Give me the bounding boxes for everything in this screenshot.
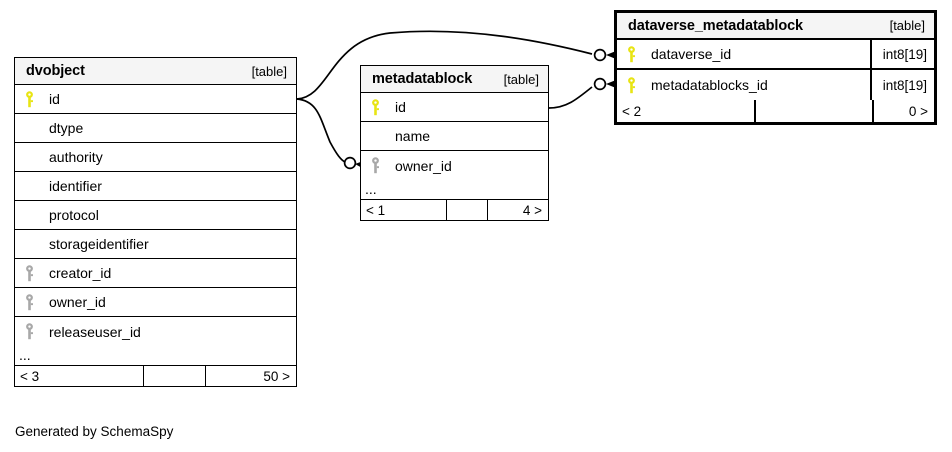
table-dvobject-kind: [table]	[251, 63, 287, 79]
table-dataverse-metadatablock-columns: dataverse_id int8[19] metadatablocks_id …	[617, 40, 934, 100]
column-name: id	[395, 99, 406, 115]
relationship-dvobject-to-metadatablock	[296, 98, 366, 170]
foreign-key-icon	[15, 323, 41, 340]
foreign-key-icon	[15, 264, 41, 282]
column-name: owner_id	[49, 294, 106, 310]
primary-key-icon	[617, 76, 643, 94]
table-row[interactable]: protocol	[15, 201, 296, 230]
column-name: authority	[49, 149, 103, 165]
primary-key-icon	[617, 45, 643, 63]
table-metadatablock-columns: id name owner_id	[361, 93, 548, 180]
column-name: metadatablocks_id	[651, 77, 768, 93]
table-row[interactable]: releaseuser_id	[15, 317, 296, 346]
table-metadatablock-footer: < 1 4 >	[361, 200, 548, 220]
column-name: owner_id	[395, 157, 452, 174]
column-name: protocol	[49, 207, 99, 223]
table-dvobject-header: dvobject [table]	[15, 58, 296, 85]
column-name: identifier	[49, 178, 102, 194]
child-relation-count: 4 >	[522, 202, 542, 218]
parent-relation-count: < 2	[617, 100, 757, 122]
more-columns-indicator: ...	[15, 346, 296, 366]
table-dvobject-name: dvobject	[26, 63, 85, 79]
table-row[interactable]: storageidentifier	[15, 230, 296, 259]
table-row[interactable]: id	[361, 93, 548, 122]
relationship-metadatablock-to-dataverse-metadatablock	[548, 77, 616, 109]
column-name: releaseuser_id	[49, 323, 141, 340]
table-row[interactable]: dtype	[15, 114, 296, 143]
table-row[interactable]: owner_id	[361, 151, 548, 180]
table-row[interactable]: identifier	[15, 172, 296, 201]
foreign-key-icon	[15, 293, 41, 311]
table-dvobject-footer: < 3 50 >	[15, 366, 296, 386]
column-type: int8[19]	[870, 70, 934, 100]
column-name: name	[395, 128, 431, 144]
table-metadatablock-kind: [table]	[503, 71, 539, 87]
table-dvobject[interactable]: dvobject [table] id dtype authority iden…	[14, 57, 297, 387]
table-dataverse-metadatablock-name: dataverse_metadatablock	[628, 17, 804, 34]
table-dataverse-metadatablock-footer: < 2 0 >	[617, 100, 934, 122]
parent-relation-count: < 1	[361, 200, 448, 220]
table-dvobject-columns: id dtype authority identifier protocol s…	[15, 85, 296, 346]
column-name: storageidentifier	[49, 236, 149, 252]
table-dataverse-metadatablock-kind: [table]	[889, 18, 925, 33]
primary-key-icon	[361, 98, 387, 116]
table-dataverse-metadatablock-header: dataverse_metadatablock [table]	[617, 13, 934, 40]
primary-key-icon	[15, 90, 41, 108]
child-relation-count: 50 >	[263, 368, 290, 384]
table-row[interactable]: creator_id	[15, 259, 296, 288]
column-name: creator_id	[49, 265, 112, 281]
table-row[interactable]: name	[361, 122, 548, 151]
table-row[interactable]: id	[15, 85, 296, 114]
footer-middle-cell	[447, 200, 489, 220]
footer-middle-cell	[144, 366, 207, 386]
column-name: dataverse_id	[651, 46, 732, 62]
table-dataverse-metadatablock[interactable]: dataverse_metadatablock [table] datavers…	[614, 10, 937, 125]
column-name: id	[49, 91, 60, 107]
table-row[interactable]: owner_id	[15, 288, 296, 317]
table-row[interactable]: authority	[15, 143, 296, 172]
parent-relation-count: < 3	[15, 366, 145, 386]
child-relation-count: 0 >	[908, 103, 928, 119]
table-row[interactable]: metadatablocks_id int8[19]	[617, 70, 934, 100]
table-metadatablock[interactable]: metadatablock [table] id name owner_id .…	[360, 65, 549, 221]
table-metadatablock-header: metadatablock [table]	[361, 66, 548, 93]
column-type: int8[19]	[870, 40, 934, 68]
table-metadatablock-name: metadatablock	[372, 71, 473, 87]
table-row[interactable]: dataverse_id int8[19]	[617, 40, 934, 70]
generated-by-credit: Generated by SchemaSpy	[15, 424, 174, 439]
more-columns-indicator: ...	[361, 180, 548, 200]
foreign-key-icon	[361, 157, 387, 174]
footer-middle-cell	[756, 100, 874, 122]
column-name: dtype	[49, 120, 84, 136]
